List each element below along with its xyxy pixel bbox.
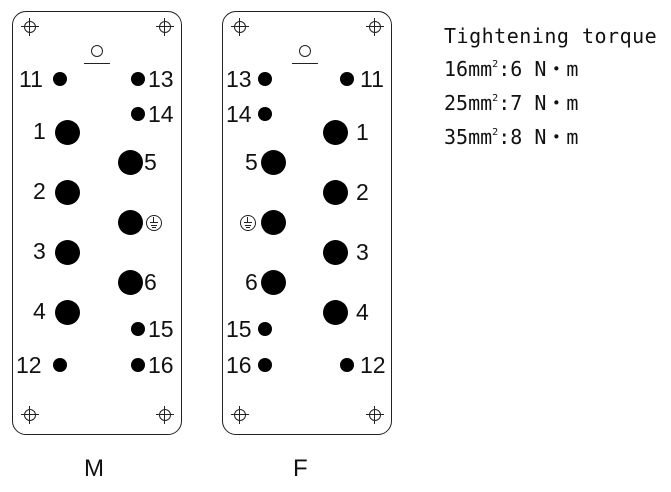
pin-1 [55, 120, 80, 145]
mounting-hole-icon [366, 18, 384, 36]
pin-label-1: 1 [356, 119, 369, 145]
mounting-hole-icon [231, 18, 249, 36]
pin-earth [118, 210, 143, 235]
torque-unit-exponent: 2 [492, 127, 499, 138]
torque-value: :8 N・m [498, 125, 579, 149]
pin-label-15: 15 [226, 316, 252, 342]
earth-icon [240, 215, 256, 231]
pin-label-5: 5 [144, 149, 157, 175]
pin-1 [323, 120, 348, 145]
pin-label-2: 2 [33, 178, 46, 204]
torque-table: Tightening torque 16mm2:6 N・m 25mm2:7 N・… [444, 22, 657, 152]
mounting-hole-icon [156, 18, 174, 36]
pin-label-12: 12 [16, 352, 42, 378]
pin-label-15: 15 [148, 316, 174, 342]
pin-label-4: 4 [33, 298, 46, 324]
female-label: F [293, 455, 308, 482]
earth-symbol-icon [299, 45, 311, 57]
mounting-hole-icon [156, 406, 174, 424]
earth-icon [146, 215, 162, 231]
pin-13 [258, 72, 272, 86]
torque-unit-exponent: 2 [492, 59, 499, 70]
torque-row: 25mm2:7 N・m [444, 84, 657, 118]
pin-label-3: 3 [356, 239, 369, 265]
torque-row: 35mm2:8 N・m [444, 118, 657, 152]
pin-label-2: 2 [356, 179, 369, 205]
mounting-hole-icon [366, 406, 384, 424]
pin-label-11: 11 [360, 66, 384, 92]
pin-15 [258, 322, 272, 336]
pin-label-14: 14 [226, 101, 252, 127]
earth-symbol-underline [292, 63, 318, 65]
pin-2 [55, 180, 80, 205]
torque-size: 16mm [444, 57, 493, 81]
torque-size: 25mm [444, 91, 493, 115]
torque-value: :7 N・m [498, 91, 579, 115]
torque-value: :6 N・m [498, 57, 579, 81]
torque-unit-exponent: 2 [492, 93, 499, 104]
male-label: M [84, 455, 104, 482]
pin-15 [131, 322, 145, 336]
pin-earth [261, 210, 286, 235]
pin-14 [258, 107, 272, 121]
pin-label-16: 16 [226, 352, 252, 378]
pin-label-12: 12 [360, 352, 386, 378]
pin-label-13: 13 [226, 66, 252, 92]
pin-label-1: 1 [33, 118, 46, 144]
pin-5 [261, 150, 286, 175]
torque-size: 35mm [444, 125, 493, 149]
pin-16 [131, 358, 145, 372]
pin-5 [118, 150, 143, 175]
pin-13 [131, 72, 145, 86]
mounting-hole-icon [21, 406, 39, 424]
pin-6 [118, 270, 143, 295]
pin-label-5: 5 [245, 149, 258, 175]
pin-4 [323, 300, 348, 325]
pin-label-13: 13 [148, 66, 174, 92]
pin-3 [55, 240, 80, 265]
pin-3 [323, 240, 348, 265]
pin-label-3: 3 [33, 238, 46, 264]
torque-row: 16mm2:6 N・m [444, 50, 657, 84]
mounting-hole-icon [21, 18, 39, 36]
pin-label-4: 4 [356, 299, 369, 325]
pin-label-14: 14 [148, 101, 174, 127]
pin-6 [261, 270, 286, 295]
pin-11 [340, 72, 354, 86]
pin-label-11: 11 [19, 66, 43, 92]
pin-11 [53, 72, 67, 86]
pin-label-6: 6 [245, 269, 258, 295]
torque-title: Tightening torque [444, 24, 658, 48]
pin-16 [258, 358, 272, 372]
pin-4 [55, 300, 80, 325]
pin-2 [323, 180, 348, 205]
pin-14 [131, 107, 145, 121]
earth-symbol-icon [91, 45, 103, 57]
pin-label-6: 6 [144, 269, 157, 295]
mounting-hole-icon [231, 406, 249, 424]
pin-12 [340, 358, 354, 372]
pin-12 [53, 358, 67, 372]
earth-symbol-underline [84, 63, 110, 65]
pin-label-16: 16 [148, 352, 174, 378]
